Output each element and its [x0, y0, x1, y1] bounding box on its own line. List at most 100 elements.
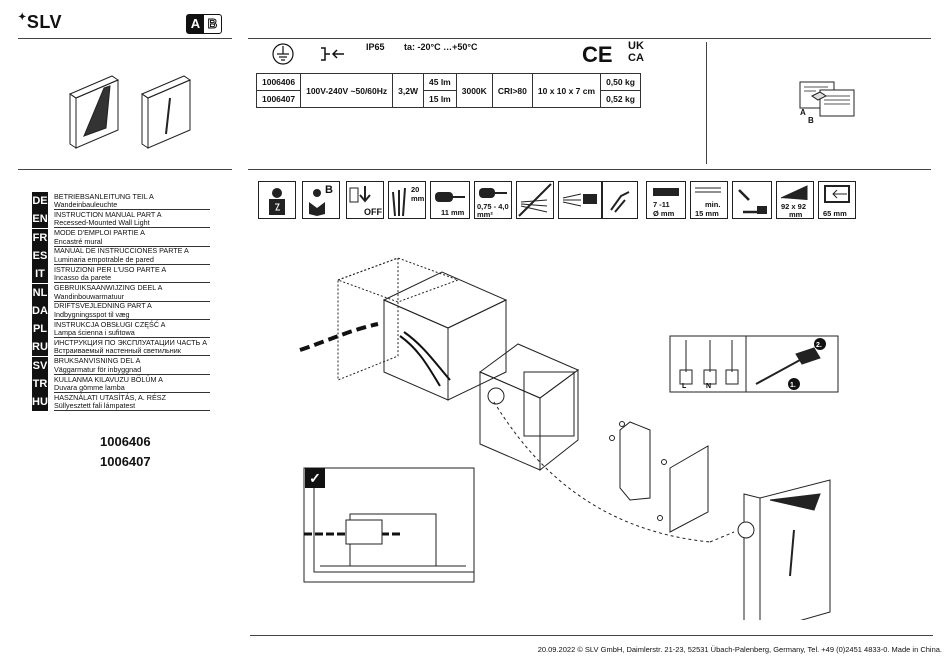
- language-code: IT: [32, 265, 48, 284]
- min-distance-icon: min. 15 mm: [690, 181, 728, 219]
- step1-badge: [788, 378, 800, 390]
- b-letter: B: [325, 184, 333, 196]
- article-number: 1006406: [255, 73, 302, 91]
- product-thumb-1006407: [140, 75, 192, 149]
- off-label: OFF: [364, 207, 382, 217]
- language-subtitle: Wandeinbauleuchte: [54, 200, 118, 209]
- earth-ground-icon: [272, 43, 294, 65]
- min-distance: 15 mm: [695, 209, 719, 218]
- article-number: 1006407: [255, 90, 302, 108]
- power-off-icon: OFF: [346, 181, 384, 219]
- booklet-icon: [799, 81, 855, 117]
- divider: [706, 42, 707, 164]
- language-code: NL: [32, 283, 48, 302]
- cable-diameter-unit: Ø mm: [653, 209, 675, 218]
- language-code: FR: [32, 228, 48, 247]
- ukca-line1: UK: [628, 40, 644, 52]
- language-title: INSTRUKCJA OBSŁUGI CZĘŚĆ A: [54, 319, 166, 329]
- installation-drawing: L N 2. 1.: [299, 257, 839, 620]
- slv-logo: ✦SLV: [18, 12, 62, 33]
- cable-diameter-icon: 7 -11 Ø mm: [646, 181, 686, 219]
- divider: [18, 38, 232, 39]
- ce-mark: CE: [582, 42, 613, 67]
- language-code: SV: [32, 356, 48, 375]
- language-title: BETRIEBSANLEITUNG TEIL A: [54, 191, 154, 201]
- lumen: 45 lm: [423, 73, 457, 91]
- language-subtitle: Luminaria empotrable de pared: [54, 254, 154, 264]
- cable-gland-inset: [303, 467, 475, 583]
- language-code: TR: [32, 375, 48, 393]
- article-number-2: 1006407: [100, 454, 151, 469]
- booklet-b-label: B: [808, 116, 814, 125]
- language-subtitle: Väggarmatur för inbyggnad: [54, 364, 142, 374]
- language-code: DE: [32, 192, 48, 210]
- cable-diameter: 7 -11: [653, 200, 670, 209]
- language-title: BRUKSANVISNING DEL A: [54, 356, 141, 366]
- part-badge-a: A: [187, 15, 204, 33]
- logo-sparkle-icon: ✦: [18, 12, 27, 23]
- protection-class-icon: [321, 47, 344, 61]
- divider: [248, 38, 931, 39]
- wiring-inset: [669, 335, 839, 393]
- stranded-wire-icon: [558, 181, 602, 219]
- strip-length-icon: 20 mm: [388, 181, 426, 219]
- strip-insulation-icon: 11 mm: [430, 181, 470, 219]
- bracket: [619, 421, 651, 501]
- booklet-a-label: A: [800, 108, 806, 117]
- product-thumb-1006406: [68, 75, 120, 149]
- divider: [248, 169, 931, 170]
- part-badge-b: B: [207, 16, 218, 32]
- ukca-line2: CA: [628, 52, 644, 64]
- spec-table: 1006406 100V-240V ~50/60Hz 3,2W 45 lm 30…: [255, 73, 641, 108]
- cable-range-unit: mm²: [477, 210, 493, 219]
- cable: [299, 322, 379, 352]
- language-code: ES: [32, 246, 48, 265]
- housing-top: [382, 271, 508, 329]
- step1-label: 1.: [790, 382, 796, 389]
- ukca-mark: UK CA: [628, 40, 644, 64]
- language-title: DRIFTSVEJLEDNING PART A: [54, 301, 152, 311]
- connector-tool-icon: [732, 181, 772, 219]
- install-depth-icon: 65 mm: [818, 181, 856, 219]
- language-code: EN: [32, 210, 48, 229]
- language-title: HASZNÁLATI UTASÍTÁS, A. RÉSZ: [54, 392, 166, 402]
- ip-rating: IP65: [366, 42, 385, 52]
- cutout-size-unit: mm: [789, 210, 803, 219]
- language-title: ИНСТРУКЦИЯ ПО ЭКСПЛУАТАЦИИ ЧАСТЬ А: [54, 337, 208, 347]
- language-subtitle: Incasso da parete: [54, 273, 112, 283]
- dimensions: 10 x 10 x 7 cm: [531, 73, 602, 108]
- language-subtitle: Wandinbouwarmatuur: [54, 291, 125, 301]
- language-title: GEBRUIKSAANWIJZING DEEL A: [54, 283, 163, 292]
- cri: CRI>80: [491, 73, 533, 108]
- language-subtitle: Indbygningsspot til væg: [54, 309, 130, 319]
- ambient-temperature: ta: -20°C …+50°C: [404, 42, 478, 52]
- table-row: 1006406 100V-240V ~50/60Hz 3,2W 45 lm 30…: [255, 73, 641, 108]
- lumen: 15 lm: [423, 90, 457, 108]
- read-manual-b-icon: B: [302, 181, 340, 219]
- weight: 0,52 kg: [600, 90, 641, 108]
- divider: [250, 635, 933, 636]
- mounting-plate: [669, 445, 709, 533]
- language-subtitle: Lampa ścienna i sufitowa: [54, 328, 135, 338]
- language-title: MANUAL DE INSTRUCCIONES PARTE A: [54, 246, 189, 256]
- terminal-n: N: [706, 383, 711, 390]
- weight: 0,50 kg: [600, 73, 641, 91]
- check-icon: ✓: [305, 468, 325, 488]
- language-code: HU: [32, 393, 48, 412]
- language-code: DA: [32, 301, 48, 320]
- divider: [18, 169, 232, 170]
